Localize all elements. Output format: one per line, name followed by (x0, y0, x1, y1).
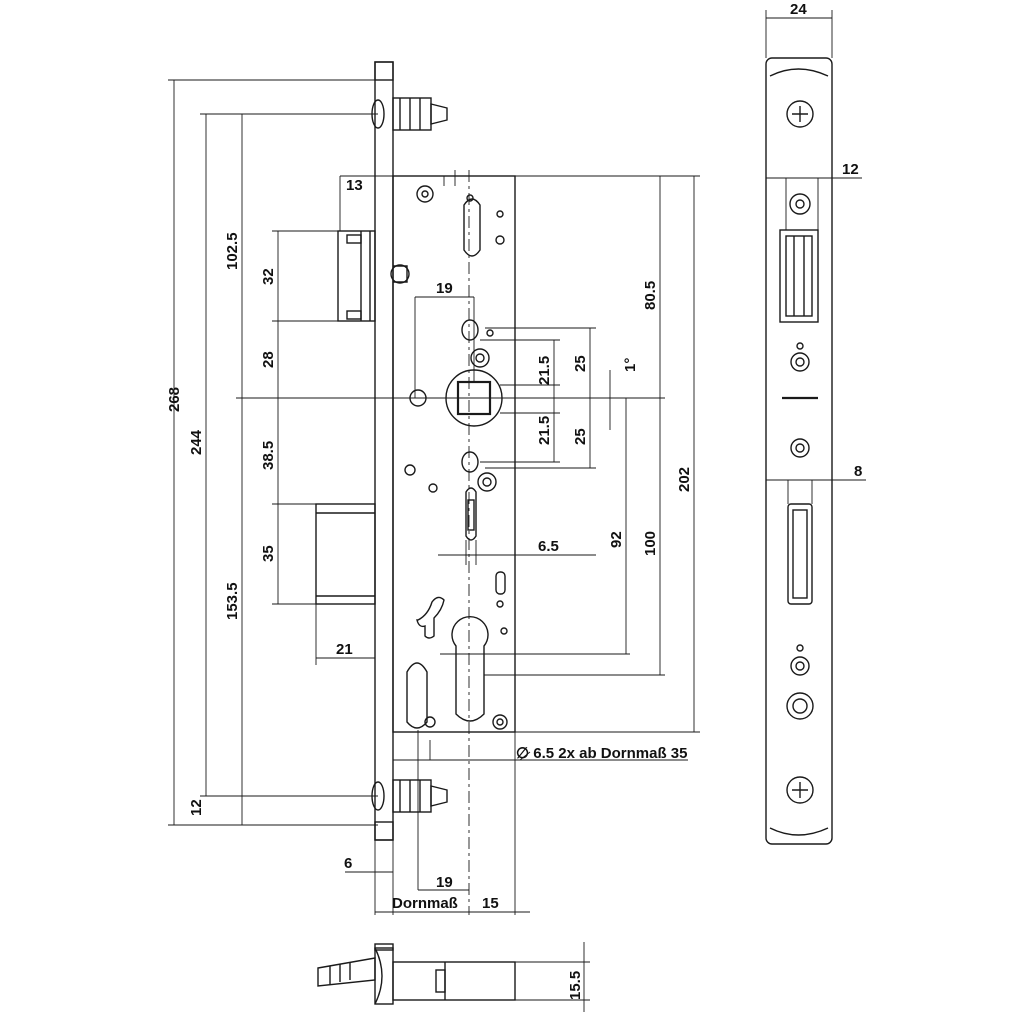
dim-backset-extra: 15 (482, 895, 499, 912)
dim-screw-spacing: 244 (188, 429, 205, 455)
dim-bolt-height: 35 (260, 545, 277, 562)
latch-bolt (337, 230, 376, 322)
faceplate-dimension-labels: 24 12 8 (790, 1, 862, 480)
dim-faceplate-inner: 12 (842, 161, 859, 178)
case-screw-mid-bottom (477, 472, 497, 492)
dim-faceplate-width: 24 (790, 1, 807, 18)
dimension-labels: 268 244 102.5 153.5 12 32 28 38.5 35 13 … (166, 177, 693, 912)
dim-lower-half: 21.5 (536, 416, 553, 445)
dim-upper-half: 21.5 (536, 356, 553, 385)
case-screw-bottom (492, 714, 508, 730)
dim-hole-diameter: 6.5 (538, 538, 559, 555)
dim-latch-handle: 28 (260, 351, 277, 368)
dim-angle: 1° (622, 358, 639, 372)
dim-overall-height: 268 (166, 387, 183, 412)
dim-handle-cylinder-100: 100 (642, 531, 659, 556)
dim-case-height: 202 (676, 467, 693, 492)
faceplate-screw-top (786, 100, 814, 128)
lock-case (392, 175, 516, 733)
case-screw-top (416, 185, 434, 203)
dim-handle-bolt: 38.5 (260, 441, 277, 470)
dim-faceplate-bolt: 8 (854, 463, 862, 480)
dim-screw-offset-bottom: 12 (188, 799, 205, 816)
cylinder-cutout (451, 616, 489, 722)
dim-hole-note: ∅ 6.5 2x ab Dornmaß 35 (516, 745, 687, 762)
dim-face-top-handle: 102.5 (224, 232, 241, 270)
deadbolt (315, 503, 376, 605)
lock-top-view: 15.5 (317, 942, 590, 1012)
dim-bottom-19: 19 (436, 874, 453, 891)
dim-handle-cylinder-92: 92 (608, 531, 625, 548)
faceplate-side (374, 61, 394, 841)
dim-case-handle: 80.5 (642, 281, 659, 310)
dimension-lines (168, 79, 700, 915)
dim-backset: Dornmaß (392, 895, 458, 912)
dim-handle-offset: 19 (436, 280, 453, 297)
dim-bolt-throw: 21 (336, 641, 353, 658)
dim-upper-span: 25 (572, 355, 589, 372)
faceplate-screw-bottom (786, 776, 814, 804)
dim-lower-span: 25 (572, 428, 589, 445)
faceplate-front-view (765, 10, 866, 845)
dim-face-offset: 6 (344, 855, 352, 872)
dim-top-view-height: 15.5 (567, 971, 584, 1000)
dim-bolt-bottom: 153.5 (224, 582, 241, 620)
dim-latch-height: 32 (260, 268, 277, 285)
dim-latch-depth: 13 (346, 177, 363, 194)
case-screw-mid-top (470, 348, 490, 368)
